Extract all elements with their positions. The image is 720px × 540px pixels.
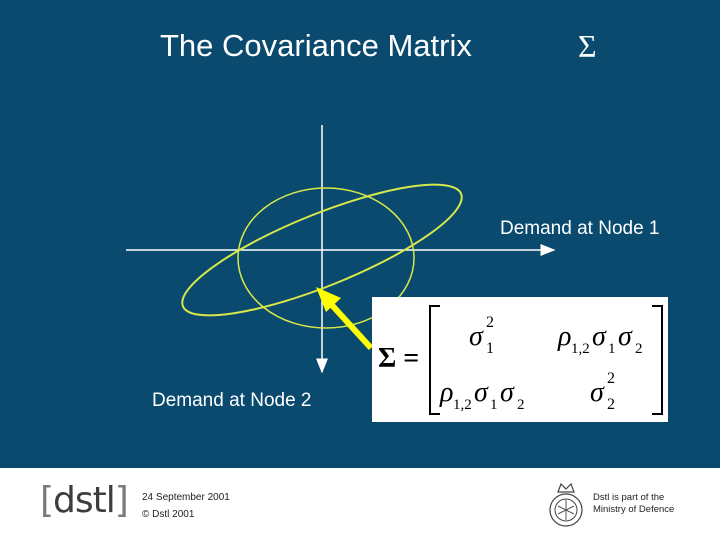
independent-ellipse — [237, 187, 415, 329]
footer — [0, 468, 720, 540]
cell-r2c1-s1-sub: 1 — [490, 397, 498, 413]
y-axis-label: Demand at Node 2 — [152, 390, 312, 411]
correlated-ellipse — [181, 183, 463, 317]
cell-r1c1-sup: 2 — [486, 314, 494, 331]
highlight-arrow-shaft — [327, 300, 374, 351]
covariance-matrix-box: Σ = σ 2 1 ρ 1,2 σ 1 σ 2 ρ 1,2 σ 1 σ 2 — [372, 297, 668, 422]
cell-r1c2-rho: ρ — [557, 321, 571, 352]
footer-note-line1: Dstl is part of the — [593, 492, 665, 503]
cell-r2c2-sub: 2 — [607, 396, 615, 413]
cell-r2c1-s2-sub: 2 — [517, 397, 525, 413]
highlight-arrow-head — [316, 287, 341, 312]
cell-r2c2-sup: 2 — [607, 370, 615, 387]
cell-r1c2-rho-sub: 1,2 — [571, 341, 590, 357]
cell-r2c2: σ 2 2 — [590, 370, 615, 413]
dstl-logo-text: dstl — [53, 480, 116, 521]
cell-r1c2-s2-sub: 2 — [635, 341, 643, 357]
dstl-logo: [dstl] — [40, 480, 129, 521]
cell-r1c2-s1-sub: 1 — [608, 341, 616, 357]
matrix-right-bracket — [652, 305, 663, 415]
cell-r1c2-s2: σ — [618, 321, 633, 352]
mod-crest-icon — [549, 482, 583, 527]
title-sigma-symbol: Σ — [578, 28, 597, 64]
cell-r1c2: ρ 1,2 σ 1 σ 2 — [557, 321, 643, 357]
covariance-diagram — [126, 125, 556, 374]
cell-r1c1-sub: 1 — [486, 340, 494, 357]
cell-r2c1: ρ 1,2 σ 1 σ 2 — [439, 377, 525, 413]
footer-note-line2: Ministry of Defence — [593, 504, 675, 515]
cell-r2c1-rho-sub: 1,2 — [453, 397, 472, 413]
page-title: The Covariance Matrix — [160, 28, 472, 63]
cell-r2c1-s1: σ — [474, 377, 489, 408]
cell-r1c1: σ 2 1 — [469, 314, 494, 357]
cell-r2c1-rho: ρ — [439, 377, 453, 408]
matrix-left-bracket — [429, 305, 440, 415]
cell-r2c1-s2: σ — [500, 377, 515, 408]
covariance-matrix: Σ = σ 2 1 ρ 1,2 σ 1 σ 2 ρ 1,2 σ 1 σ 2 — [378, 305, 663, 415]
matrix-lhs: Σ = — [378, 343, 419, 374]
x-axis-label: Demand at Node 1 — [500, 218, 660, 239]
footer-date: 24 September 2001 — [142, 492, 230, 503]
footer-copyright: © Dstl 2001 — [142, 509, 195, 520]
cell-r1c2-s1: σ — [592, 321, 607, 352]
cell-r2c2-base: σ — [590, 377, 605, 408]
cell-r1c1-base: σ — [469, 321, 484, 352]
